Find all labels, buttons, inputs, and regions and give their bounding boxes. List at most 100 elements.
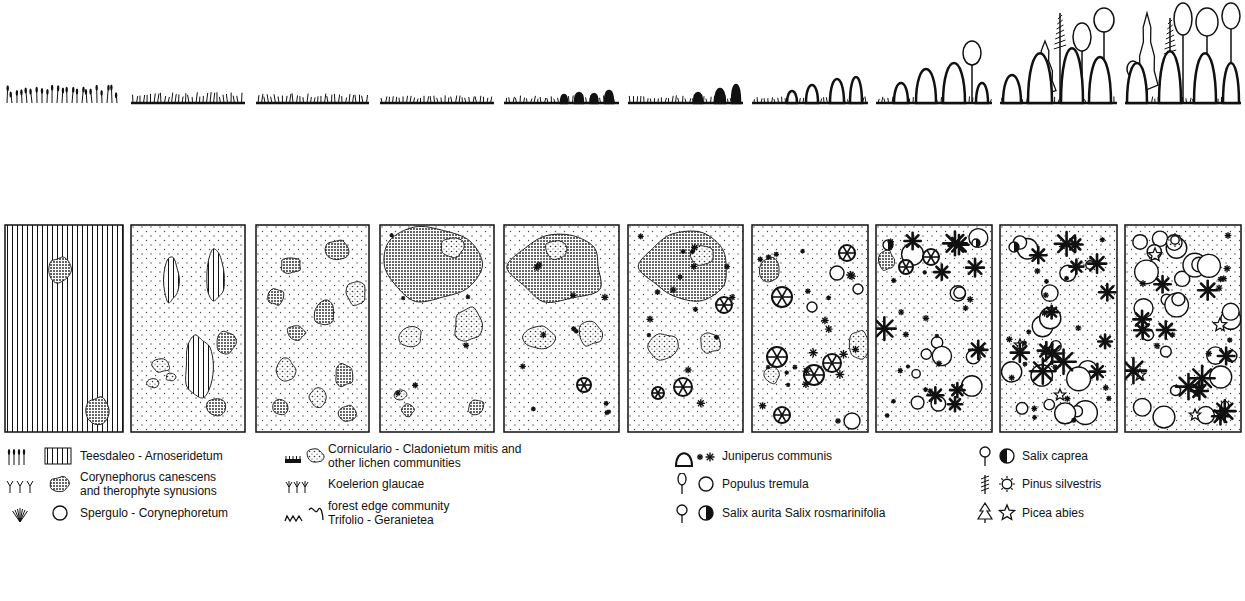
plan-panel: [268, 289, 284, 306]
plan-panel: [1054, 366, 1057, 369]
plan-panel: [760, 404, 764, 408]
plan-panel: [912, 370, 920, 378]
plan-panel: [49, 257, 72, 283]
legend-swatch: [672, 445, 718, 467]
legend-swatch: [300, 456, 301, 459]
vegetation-profile: [1055, 40, 1066, 44]
plan-panel: [1033, 416, 1036, 419]
legend-swatch: [984, 457, 985, 466]
plan-panel: [1220, 350, 1232, 362]
plan-panel: [1046, 280, 1047, 284]
vegetation-profile: [76, 89, 77, 103]
plan-panel: [608, 411, 610, 413]
plan-panel: [648, 317, 652, 321]
plan-panel: [892, 400, 895, 403]
plan-panel: [827, 296, 830, 299]
legend-swatch: [15, 510, 20, 522]
plan-panel: [522, 364, 523, 369]
plan-panel: [1036, 269, 1039, 272]
vegetation-profile: [36, 88, 37, 103]
plan-panel: [1044, 293, 1047, 296]
plan-panel: [876, 225, 992, 432]
plan-panel: [899, 260, 913, 274]
plan-panel: [873, 225, 992, 432]
plan-panel: [656, 290, 659, 293]
legend-swatch: [285, 459, 301, 463]
plan-panel: [521, 365, 524, 368]
plan-panel: [850, 274, 855, 279]
plan-panel: [924, 271, 926, 273]
plan-panel: [692, 250, 693, 254]
legend-swatch: [20, 511, 28, 522]
plan-panel: [441, 238, 464, 258]
plan-panel: [1010, 376, 1014, 380]
plan-panel: [1054, 389, 1065, 400]
plan-panel: [807, 302, 817, 312]
plan-panel: [782, 408, 786, 415]
plan-panel: [1000, 225, 1117, 432]
plan-panel: [777, 356, 787, 358]
vegetation-profile: [62, 87, 64, 93]
plan-panel: [391, 234, 393, 236]
vegetation-profile: [1167, 30, 1174, 34]
plan-panel: [787, 384, 790, 385]
vegetation-profile: [1159, 51, 1181, 103]
plan-panel: [767, 356, 777, 358]
vegetation-profile: [226, 94, 227, 103]
legend-swatch: [681, 485, 682, 494]
vegetation-profile: [1056, 30, 1064, 34]
plan-panel: [1165, 293, 1189, 317]
vegetation-profile: [214, 93, 215, 103]
plan-panel: [930, 389, 931, 393]
legend-swatch: [293, 456, 294, 459]
vegetation-profile: [111, 86, 113, 103]
plan-panel: [579, 321, 602, 346]
plan-panel: [638, 231, 726, 301]
plan-panel: [1027, 331, 1031, 332]
plan-panel: [715, 336, 718, 339]
plan-panel: [256, 225, 369, 432]
vegetation-profile: [65, 87, 67, 93]
plan-panel: [152, 359, 170, 373]
plan-panel: [950, 286, 965, 301]
plan-panel: [325, 240, 349, 259]
plan-panel: [655, 291, 660, 292]
plan-panel: [5, 225, 123, 432]
vegetation-profile: [1196, 8, 1218, 36]
vegetation-profile: [150, 94, 151, 103]
plan-panel: [390, 235, 393, 236]
plan-panel: [836, 419, 839, 422]
plan-panel: [767, 255, 770, 258]
plan-panel: [767, 347, 787, 367]
plan-panel: [772, 357, 777, 366]
plan-panel: [1072, 420, 1076, 421]
plan-panel: [693, 246, 697, 250]
legend-label: Corynephorus canescens and therophyte sy…: [80, 470, 228, 498]
vegetation-profile: [6, 85, 8, 91]
plan-panel: [1228, 339, 1231, 342]
plan-panel: [892, 401, 896, 402]
plan-panel: [886, 414, 887, 418]
plan-panel: [309, 388, 326, 408]
legend-swatch: [1001, 478, 1002, 479]
vegetation-profile: [46, 89, 48, 95]
plan-panel: [828, 296, 829, 300]
plan-panel: [904, 333, 908, 337]
plan-panel: [931, 250, 935, 257]
plan-panel: [5, 225, 123, 432]
plan-panel: [1045, 281, 1049, 282]
plan-panel: [1023, 363, 1027, 364]
plan-panel: [836, 420, 841, 421]
plan-panel: [146, 379, 158, 388]
vegetation-profile: [178, 94, 179, 103]
plan-panel: [464, 344, 467, 347]
plan-panel: [876, 225, 992, 432]
plan-panel: [843, 246, 847, 253]
plan-panel: [1101, 238, 1104, 241]
vegetation-profile: [732, 85, 740, 103]
plan-panel: [1014, 242, 1019, 252]
plan-panel: [823, 318, 828, 323]
legend-label: Salix aurita Salix rosmarinifolia: [722, 506, 885, 520]
plan-panel: [828, 355, 833, 363]
plan-panel: [782, 415, 786, 422]
